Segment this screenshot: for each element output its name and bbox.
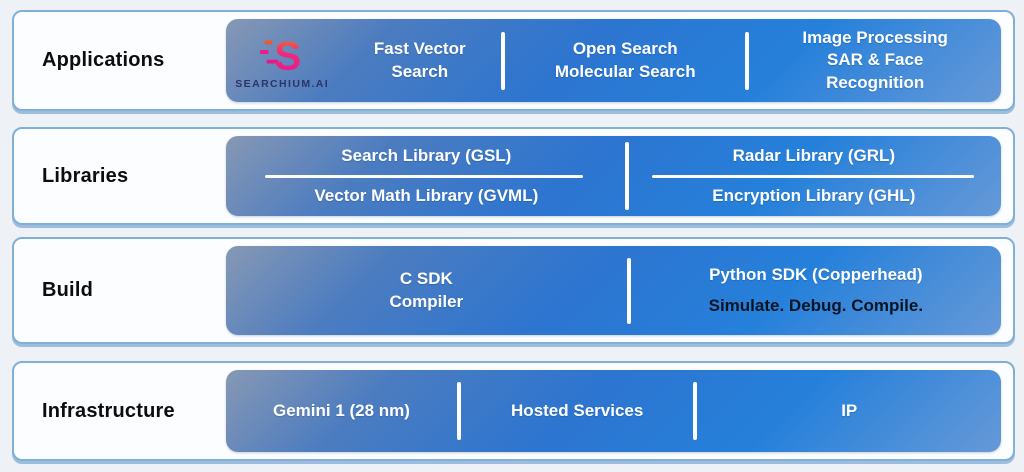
divider: [745, 31, 750, 90]
ip-cell: IP: [697, 370, 1001, 452]
python-sdk-cell: Python SDK (Copperhead) Simulate. Debug.…: [631, 246, 1001, 335]
encryption-library-cell: Encryption Library (GHL): [627, 176, 1001, 216]
vector-math-library-text: Vector Math Library (GVML): [314, 185, 539, 205]
applications-label: Applications: [42, 49, 165, 71]
divider: [264, 174, 583, 178]
ip-text: IP: [841, 400, 858, 420]
searchium-s-icon: S: [260, 33, 302, 75]
build-box: C SDK Compiler Python SDK (Copperhead) S…: [226, 246, 1001, 335]
c-sdk-compiler-cell: C SDK Compiler: [226, 246, 627, 335]
vector-math-library-cell: Vector Math Library (GVML): [226, 176, 627, 216]
libraries-box: Search Library (GSL) Radar Library (GRL)…: [226, 136, 1001, 216]
hosted-services-text: Hosted Services: [511, 400, 644, 420]
hosted-services-cell: Hosted Services: [461, 370, 694, 452]
applications-box: S SEARCHIUM.AI Fast Vector Search Open S…: [226, 19, 1001, 102]
python-sdk-subtitle: Simulate. Debug. Compile.: [708, 295, 924, 315]
libraries-label: Libraries: [42, 164, 129, 187]
infrastructure-box: Gemini 1 (28 nm) Hosted Services IP: [226, 370, 1001, 452]
fast-vector-search-text: Fast Vector Search: [373, 39, 466, 81]
build-row: Build C SDK Compiler Python SDK (Copperh…: [12, 237, 1015, 344]
divider: [693, 382, 698, 440]
fast-vector-search-cell: Fast Vector Search: [338, 19, 501, 102]
libraries-row: Libraries Search Library (GSL) Radar Lib…: [12, 127, 1015, 225]
infrastructure-label: Infrastructure: [42, 399, 175, 422]
divider: [456, 382, 461, 440]
divider: [624, 142, 629, 210]
searchium-wordmark: SEARCHIUM.AI: [235, 78, 330, 90]
build-label: Build: [42, 279, 93, 301]
encryption-library-text: Encryption Library (GHL): [712, 185, 916, 205]
open-search-text: Open Search Molecular Search: [554, 39, 696, 81]
libraries-grid: Search Library (GSL) Radar Library (GRL)…: [226, 136, 1001, 216]
infrastructure-row: Infrastructure Gemini 1 (28 nm) Hosted S…: [12, 361, 1015, 461]
search-library-text: Search Library (GSL): [341, 145, 512, 165]
divider: [626, 257, 631, 324]
c-sdk-compiler-text: C SDK Compiler: [389, 269, 464, 311]
image-processing-text: Image Processing SAR & Face Recognition: [802, 28, 948, 92]
radar-library-text: Radar Library (GRL): [732, 145, 896, 165]
searchium-logo: S SEARCHIUM.AI: [226, 19, 338, 102]
applications-row: Applications S SEARCHIUM.AI Fast Vector …: [12, 10, 1015, 111]
search-library-cell: Search Library (GSL): [226, 136, 627, 176]
python-sdk-title: Python SDK (Copperhead): [709, 265, 923, 285]
gemini-cell: Gemini 1 (28 nm): [226, 370, 457, 452]
divider: [652, 174, 974, 178]
image-processing-cell: Image Processing SAR & Face Recognition: [749, 19, 1001, 102]
open-search-cell: Open Search Molecular Search: [505, 19, 745, 102]
gemini-text: Gemini 1 (28 nm): [272, 400, 410, 420]
radar-library-cell: Radar Library (GRL): [627, 136, 1001, 176]
svg-text:S: S: [275, 33, 302, 75]
divider: [501, 31, 506, 90]
